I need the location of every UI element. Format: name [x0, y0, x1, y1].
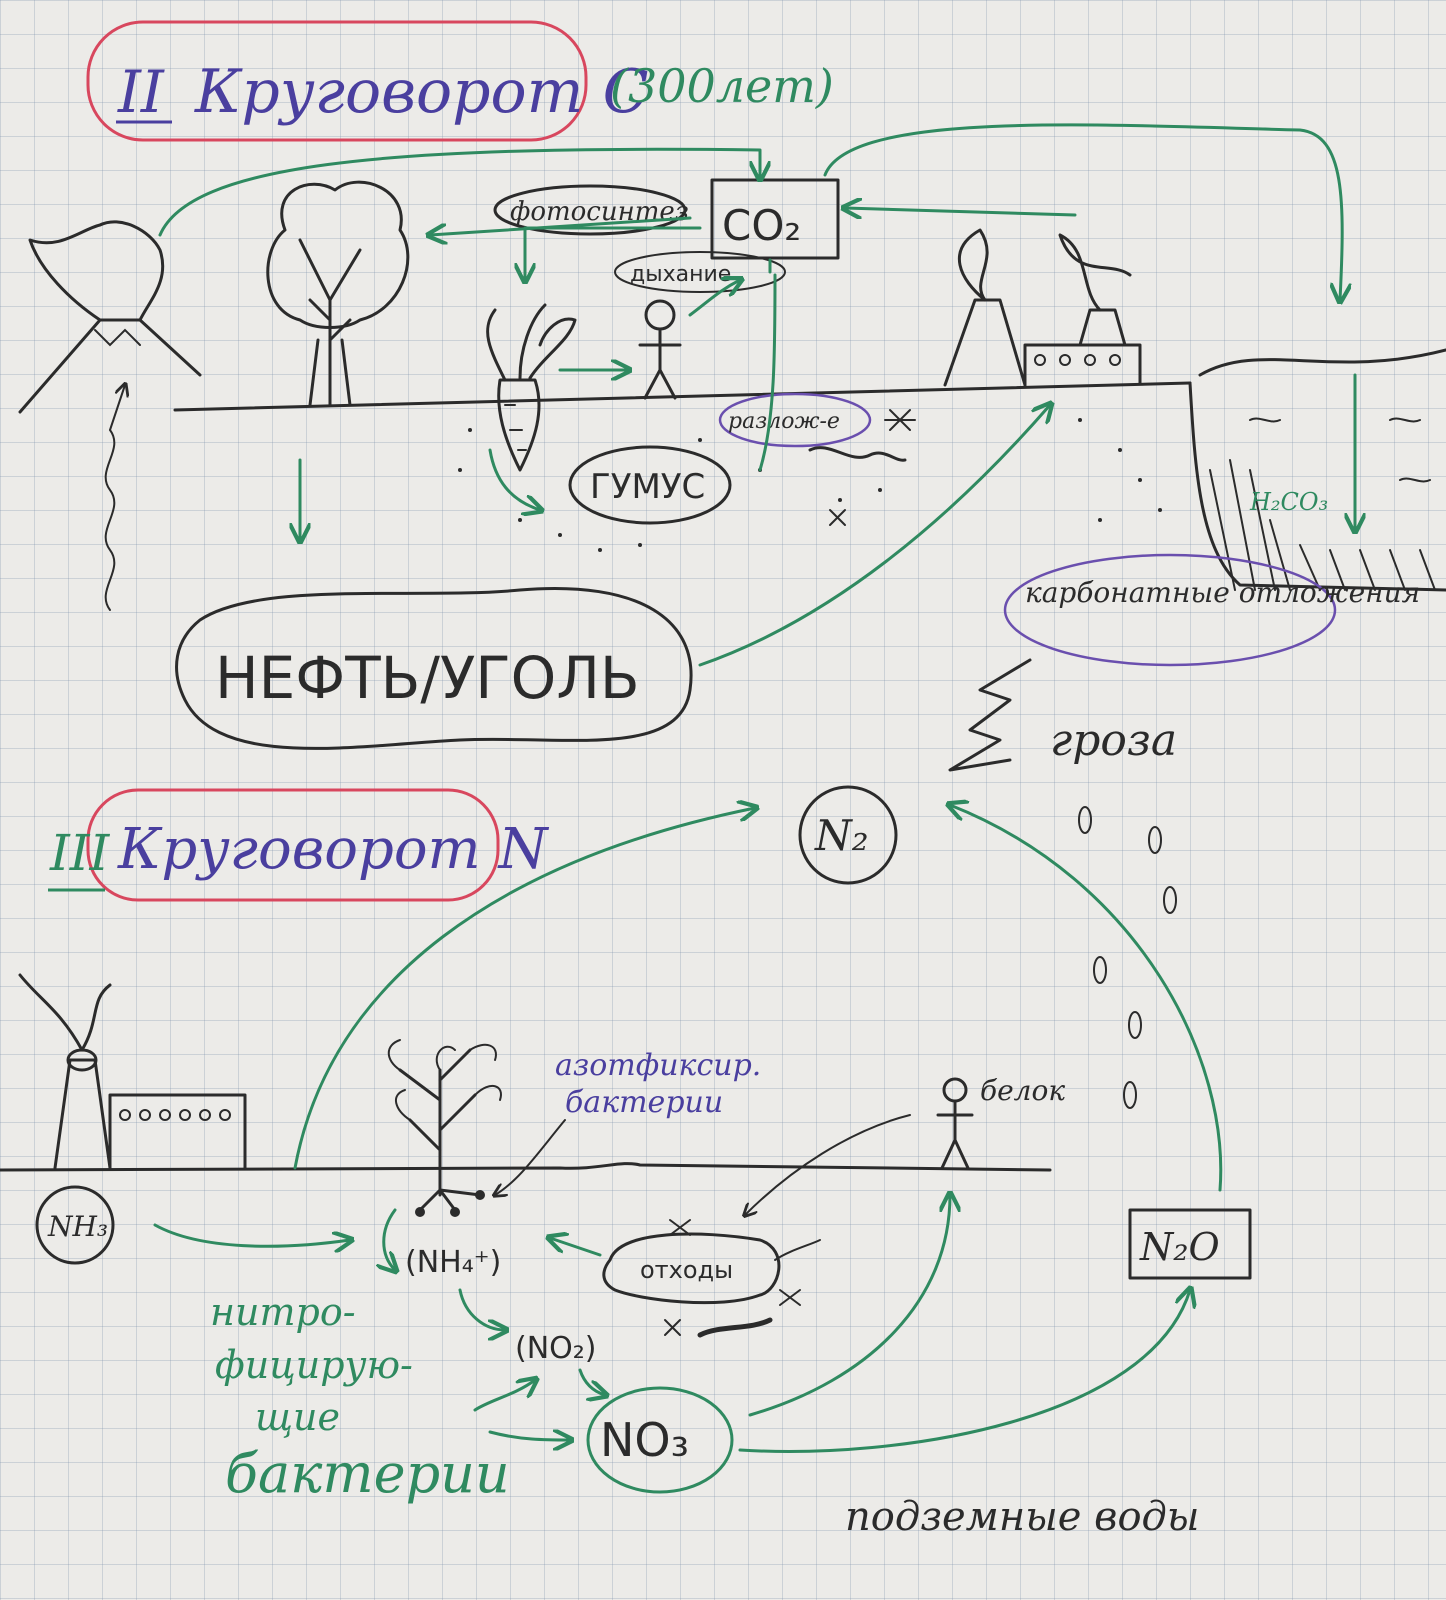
- nitrifying-label-line4: бактерии: [225, 1442, 510, 1505]
- decomposition-outline: [718, 392, 872, 448]
- respiration-label: дыхание: [630, 262, 731, 287]
- nitrogen-cycle: III Круговорот N гроза N₂: [0, 658, 1252, 1540]
- person-to-waste-arrow: [745, 1114, 911, 1215]
- photosynthesis-to-carrot-arrow: [525, 226, 702, 280]
- carbonate-outline: [1003, 553, 1337, 667]
- groundwater-label: подземные воды: [845, 1494, 1199, 1540]
- oil-coal-label: НЕФТЬ/УГОЛЬ: [215, 644, 640, 712]
- protein-person-icon: [936, 1077, 974, 1170]
- carbon-flow-arrows: [158, 123, 1355, 667]
- no3-to-person-arrow: [748, 1195, 950, 1417]
- n2-outline: [798, 785, 898, 885]
- oil-to-factory-arrow: [698, 405, 1050, 667]
- no3-outline: [586, 1386, 734, 1494]
- respiration-outline: [614, 251, 786, 293]
- nh3-outline: [35, 1185, 115, 1265]
- no3-label: NO₃: [600, 1413, 689, 1467]
- rain-drops: [1078, 806, 1177, 1109]
- protein-label: белок: [980, 1074, 1065, 1107]
- bug-icon: [829, 409, 916, 526]
- humus-to-respiration-link: [758, 273, 777, 472]
- decomposition-label: разлож-е: [728, 409, 840, 434]
- nitrogen-heading-outline: [86, 788, 500, 902]
- photosynthesis-outline: [493, 184, 687, 236]
- carbonate-label: карбонатные отложения: [1025, 576, 1420, 609]
- co2-to-water-arrow: [823, 123, 1342, 300]
- carbon-heading-numeral: II: [117, 58, 165, 126]
- n2o-to-n2-arrow: [950, 805, 1223, 1192]
- nh3-to-nh4-arrow: [153, 1223, 350, 1246]
- lightning-icon: [948, 658, 1032, 772]
- ground-line: [173, 381, 1192, 412]
- waste-outline: [602, 1232, 781, 1305]
- carbon-heading-title: Круговорот C: [194, 57, 649, 127]
- volcano-to-co2-arrow: [158, 147, 760, 237]
- nitrogen-heading-numeral: III: [49, 824, 111, 882]
- soil-speckles: [458, 418, 1162, 552]
- nh3-label: NH₃: [47, 1210, 108, 1243]
- nitrogen-fixing-label-line1: азотфиксир.: [555, 1048, 761, 1083]
- plant-icon: [387, 1039, 502, 1217]
- nitrifying-label-line3: щие: [255, 1395, 340, 1439]
- tree-icon: [266, 180, 410, 407]
- bacteria-pointer-arrow: [495, 1119, 566, 1195]
- nitrifying-label-line2: фицирую-: [215, 1343, 413, 1387]
- bacteria-to-no2-arrow: [473, 1380, 535, 1412]
- worm-icon: [808, 446, 907, 462]
- waste-to-nh4-arrow: [550, 1238, 602, 1257]
- carbon-cycle: II Круговорот C (300лет): [18, 20, 1446, 750]
- plant-to-nh4-arrow: [384, 1208, 395, 1270]
- nitrogen-fixing-label-line2: бактерии: [565, 1085, 723, 1120]
- waste-debris: [664, 1219, 821, 1338]
- carbon-heading-outline: [86, 20, 588, 142]
- waste-label: отходы: [640, 1256, 733, 1284]
- nh4-label: (NH₄⁺): [405, 1245, 501, 1280]
- co2-box: [710, 178, 840, 260]
- nitrogen-heading-title: Круговорот N: [117, 817, 549, 882]
- humus-label: ГУМУС: [590, 467, 705, 507]
- nh4-to-no2-arrow: [458, 1288, 505, 1330]
- nitrogen-factory-icon: [18, 973, 247, 1170]
- nitrogen-flow-arrows: [153, 805, 1223, 1453]
- n2-label: N₂: [814, 811, 869, 860]
- nitrifying-label-line1: нитро-: [210, 1290, 356, 1334]
- carrot-icon: [486, 303, 577, 472]
- factory-icon: [943, 228, 1142, 387]
- humus-outline: [568, 445, 732, 525]
- carrot-to-humus-arrow: [488, 448, 540, 510]
- person-icon: [638, 299, 682, 400]
- bacteria-to-no3-arrow: [488, 1432, 570, 1440]
- volcano-icon: [18, 220, 202, 611]
- no3-to-n2o-arrow: [738, 1290, 1190, 1453]
- photosynthesis-label: фотосинтез: [510, 197, 689, 227]
- oil-coal-outline: [175, 587, 693, 750]
- carbon-period-note: (300лет): [610, 59, 834, 113]
- soil-to-n2-arrow: [293, 808, 755, 1170]
- nitrogen-ground-line: [0, 1162, 1052, 1172]
- thunderstorm-label: гроза: [1050, 715, 1177, 766]
- water-body: H₂CO₃: [1188, 348, 1446, 592]
- factory-to-co2-arrow: [845, 208, 1077, 215]
- n2o-label: N₂O: [1139, 1225, 1220, 1269]
- no2-to-no3-arrow: [578, 1368, 605, 1395]
- n2o-box: [1128, 1208, 1252, 1280]
- person-respiration-arrow: [688, 280, 740, 317]
- co2-label: CO₂: [722, 201, 801, 250]
- carbonic-acid-label: H₂CO₃: [1249, 488, 1328, 516]
- no2-label: (NO₂): [515, 1331, 597, 1366]
